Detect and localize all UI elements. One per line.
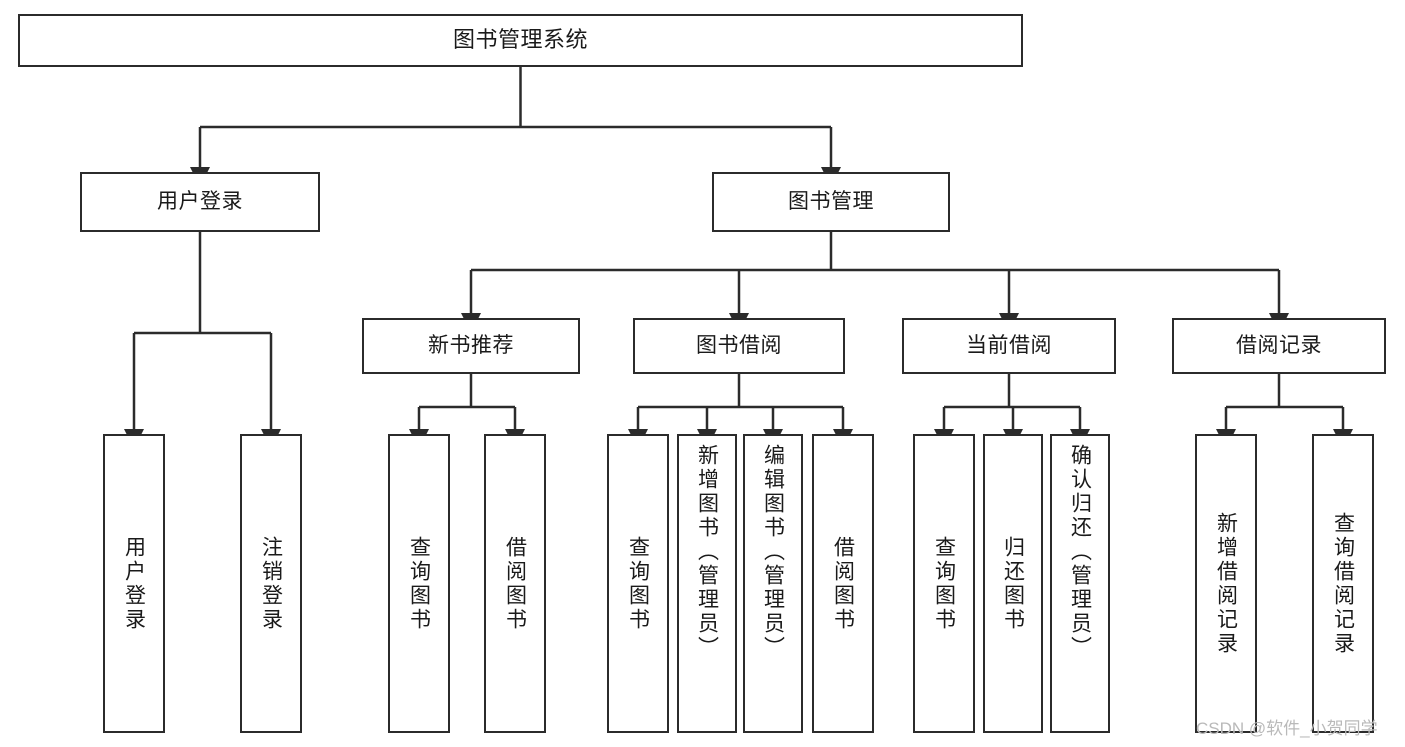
node-login-out[interactable]: 注销登录	[240, 434, 302, 733]
node-login[interactable]: 用户登录	[80, 172, 320, 232]
node-newbook[interactable]: 新书推荐	[362, 318, 580, 374]
node-bw-add[interactable]: 新增图书（管理员）	[677, 434, 737, 733]
node-cb-query[interactable]: 查询图书	[913, 434, 975, 733]
node-label: 用户登录	[157, 190, 243, 214]
node-label: 借阅记录	[1236, 334, 1322, 358]
watermark-text: CSDN @软件_小贺同学	[1196, 719, 1378, 738]
node-label: 查询图书	[932, 535, 956, 632]
node-label: 查询图书	[626, 535, 650, 632]
node-cb-confirm[interactable]: 确认归还（管理员）	[1050, 434, 1110, 733]
node-label: 借阅图书	[503, 535, 527, 632]
node-label: 图书管理系统	[452, 27, 588, 53]
node-label: 当前借阅	[966, 334, 1052, 358]
node-bw-lend[interactable]: 借阅图书	[812, 434, 874, 733]
node-bw-edit[interactable]: 编辑图书（管理员）	[743, 434, 803, 733]
node-current[interactable]: 当前借阅	[902, 318, 1116, 374]
tree-connectors	[124, 67, 1353, 449]
node-login-in[interactable]: 用户登录	[103, 434, 165, 733]
node-cb-return[interactable]: 归还图书	[983, 434, 1043, 733]
node-nb-borrow[interactable]: 借阅图书	[484, 434, 546, 733]
node-label: 图书管理	[788, 190, 874, 214]
node-rc-query[interactable]: 查询借阅记录	[1312, 434, 1374, 733]
node-label: 图书借阅	[696, 334, 782, 358]
node-records[interactable]: 借阅记录	[1172, 318, 1386, 374]
node-label: 用户登录	[122, 535, 146, 632]
node-label: 确认归还（管理员）	[1068, 444, 1092, 660]
node-label: 查询借阅记录	[1331, 511, 1355, 656]
node-label: 注销登录	[259, 535, 283, 632]
node-label: 新增借阅记录	[1214, 511, 1238, 656]
node-root[interactable]: 图书管理系统	[18, 14, 1023, 67]
node-label: 查询图书	[407, 535, 431, 632]
node-nb-query[interactable]: 查询图书	[388, 434, 450, 733]
node-label: 编辑图书（管理员）	[761, 444, 785, 660]
node-bookmgmt[interactable]: 图书管理	[712, 172, 950, 232]
node-label: 新增图书（管理员）	[695, 444, 719, 660]
node-rc-add[interactable]: 新增借阅记录	[1195, 434, 1257, 733]
node-label: 借阅图书	[831, 535, 855, 632]
node-borrow[interactable]: 图书借阅	[633, 318, 845, 374]
node-label: 新书推荐	[428, 334, 514, 358]
node-label: 归还图书	[1001, 535, 1025, 632]
node-bw-query[interactable]: 查询图书	[607, 434, 669, 733]
